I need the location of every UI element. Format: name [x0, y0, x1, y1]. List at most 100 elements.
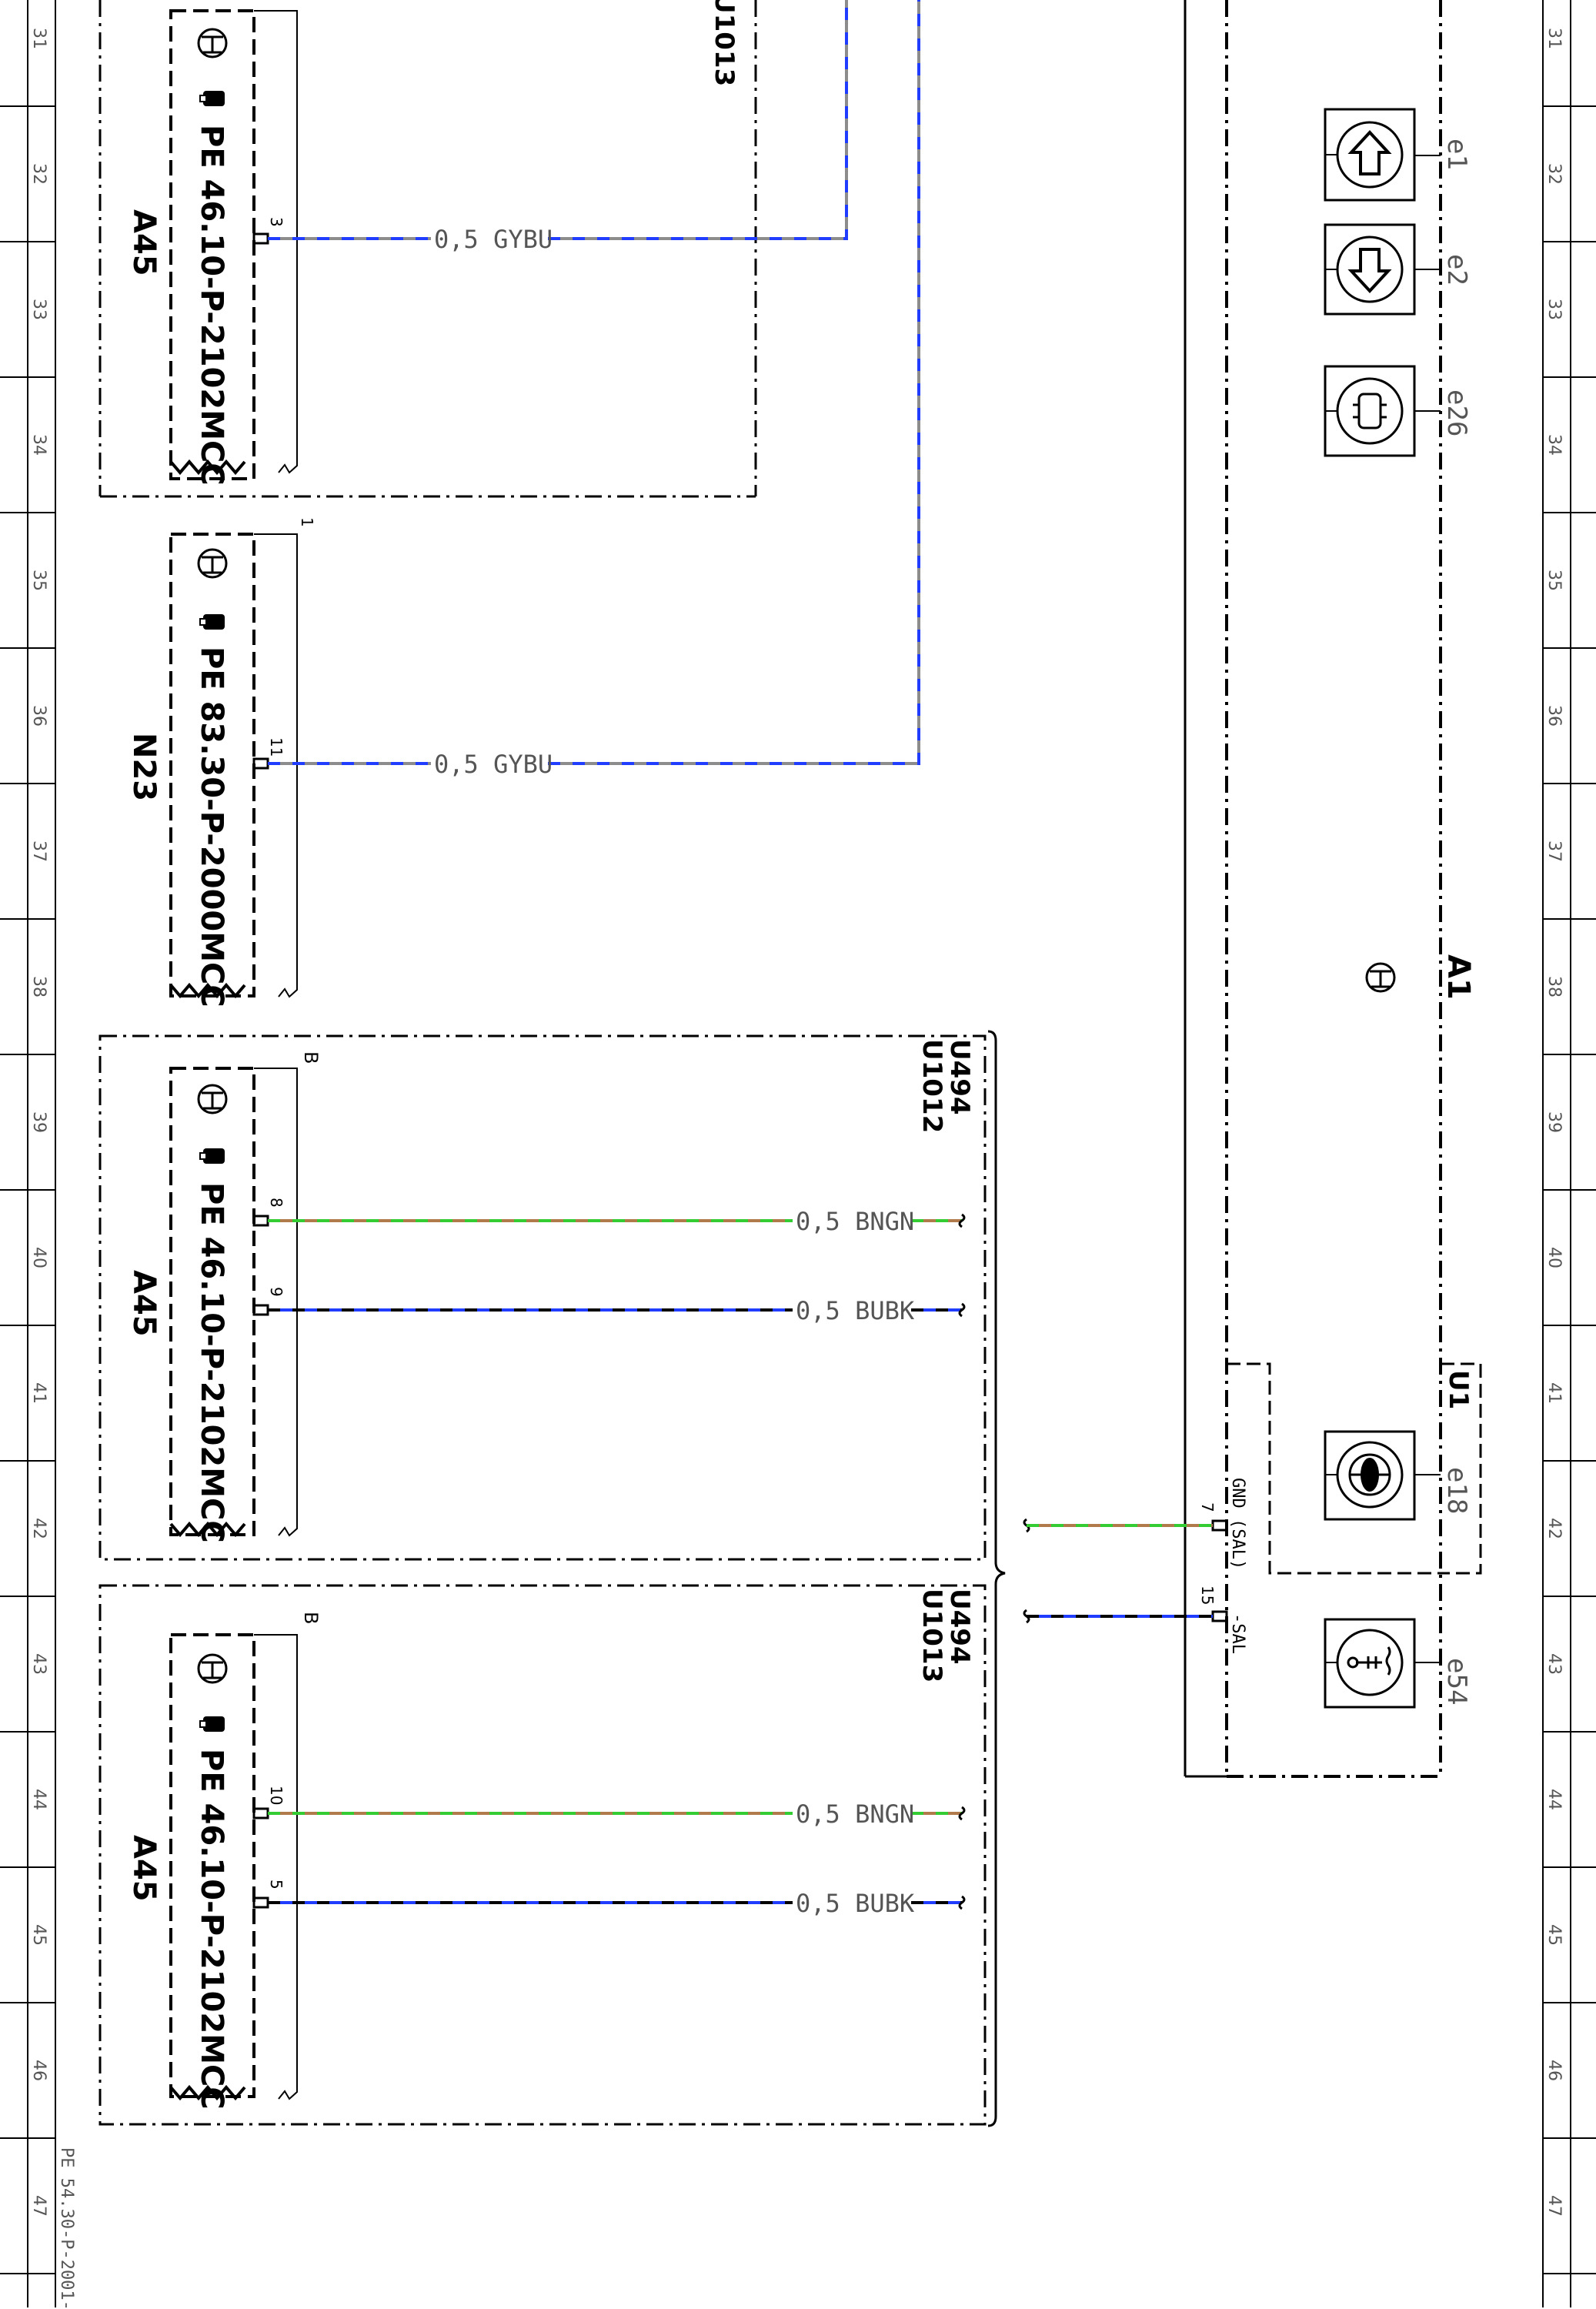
- row-number-right: 41: [1544, 1382, 1564, 1404]
- lamp-e26: e26: [1324, 365, 1472, 457]
- u1-label: U1: [1443, 1370, 1474, 1409]
- row-number-right: 45: [1544, 1924, 1564, 1946]
- row-number-right: 32: [1544, 163, 1564, 185]
- row-number-right: 34: [1544, 434, 1564, 456]
- right-ruler: [1542, 0, 1571, 2307]
- wire-label: 0,5 BNGN: [796, 1799, 914, 1829]
- row-number-right: 40: [1544, 1247, 1564, 1268]
- pin-top-1: 1: [298, 517, 316, 527]
- pin-8: 8: [267, 1198, 285, 1208]
- row-number-right: 44: [1544, 1789, 1564, 1810]
- left-ruler: [27, 0, 56, 2307]
- transistor-symbol-icon: [197, 1653, 228, 1684]
- lamp-label: e2: [1441, 254, 1472, 286]
- group-label-u1012: U1012: [917, 1039, 947, 1133]
- engine-icon: [1353, 393, 1387, 429]
- row-number-right: 46: [1544, 2060, 1564, 2081]
- module-ref: PE 46.10-P-2102MCC: [194, 125, 229, 486]
- pin-9: 9: [267, 1287, 285, 1297]
- wire-gybu-pin3: 0,5 GYBU: [268, 0, 848, 254]
- row-number-left: 32: [29, 163, 48, 185]
- row-number-left: 31: [29, 28, 48, 49]
- wire-bubk-pin5: 0,5 BUBK: [268, 1889, 966, 1918]
- module-a45-lower: B PE 46.10-P-2102MCC A45 10 5: [126, 1612, 322, 2110]
- group-frame-u1012: [98, 1034, 987, 1561]
- pin-7: 7: [1198, 1502, 1217, 1512]
- row-number-right: 37: [1544, 840, 1564, 862]
- pin-top-b: B: [300, 1051, 322, 1064]
- wire-bubk-pin9: 0,5 BUBK: [268, 1296, 966, 1325]
- hand-pointer-icon: [199, 91, 225, 106]
- module-a45-upper: PE 46.10-P-2102MCC A45 3: [126, 9, 298, 486]
- row-number-left: 38: [29, 976, 48, 997]
- row-number-right: 39: [1544, 1111, 1564, 1133]
- row-number-left: 40: [29, 1247, 48, 1268]
- lamp-label: e18: [1441, 1467, 1472, 1514]
- group-frame-u1013: [98, 1584, 987, 2126]
- module-designation: A45: [126, 209, 162, 276]
- lamp-e1: e1: [1324, 108, 1472, 202]
- wire-bngn-pin8: 0,5 BNGN: [268, 1207, 966, 1236]
- pin-gnd-label: GND (SAL): [1228, 1478, 1247, 1569]
- group-brace: [987, 1030, 1006, 2127]
- transistor-symbol-icon: [1365, 962, 1396, 993]
- row-number-right: 33: [1544, 299, 1564, 320]
- hand-pointer-icon: [199, 614, 225, 630]
- row-number-left: 47: [29, 2195, 48, 2217]
- row-number-left: 36: [29, 705, 48, 727]
- row-number-left: 35: [29, 570, 48, 591]
- module-n23: 1 PE 83.30-P-2000MCC N23 11: [126, 517, 316, 1007]
- pin-top-b: B: [300, 1612, 322, 1624]
- row-number-left: 44: [29, 1789, 48, 1810]
- pin-5: 5: [267, 1880, 285, 1890]
- coolant-temperature-icon: [1347, 1646, 1391, 1676]
- row-number-left: 37: [29, 840, 48, 862]
- module-a45-middle: B PE 46.10-P-2102MCC A45 8 9: [126, 1051, 322, 1543]
- row-number-left: 39: [29, 1111, 48, 1133]
- row-number-right: 38: [1544, 976, 1564, 997]
- u1-sub-unit: U1 e18: [1227, 1362, 1482, 1575]
- pin-11: 11: [267, 737, 285, 757]
- wire-label: 0,5 GYBU: [434, 750, 553, 779]
- row-number-right: 47: [1544, 2195, 1564, 2217]
- row-number-right: 36: [1544, 705, 1564, 727]
- pin-sal-connector: 15 -SAL: [1198, 1586, 1247, 1654]
- module-designation: A45: [126, 1270, 162, 1337]
- wire-bngn-pin10: 0,5 BNGN: [268, 1799, 966, 1829]
- lamp-label: e54: [1441, 1658, 1472, 1705]
- group-label-u494: U494: [944, 1589, 975, 1665]
- row-number-left: 42: [29, 1518, 48, 1539]
- transistor-symbol-icon: [197, 548, 228, 579]
- row-number-right: 42: [1544, 1518, 1564, 1539]
- lamp-label: e26: [1441, 389, 1472, 436]
- row-number-left: 41: [29, 1382, 48, 1404]
- lamp-e2: e2: [1324, 223, 1472, 316]
- hand-pointer-icon: [199, 1148, 225, 1164]
- row-number-left: 46: [29, 2060, 48, 2081]
- row-number-left: 33: [29, 299, 48, 320]
- arrow-down-icon: [1347, 248, 1392, 293]
- module-ref: PE 46.10-P-2102MCC: [194, 1749, 229, 2110]
- lamp-e54: e54: [1324, 1618, 1472, 1709]
- upper-enclosure-frame: [98, 0, 757, 498]
- module-ref: PE 83.30-P-2000MCC: [194, 647, 229, 1007]
- transistor-symbol-icon: [197, 28, 228, 58]
- arrow-up-icon: [1347, 130, 1392, 175]
- group-label-u1013: U1013: [917, 1589, 947, 1682]
- pin-10: 10: [267, 1786, 285, 1805]
- group-label-u494: U494: [944, 1039, 975, 1115]
- row-number-right: 35: [1544, 570, 1564, 591]
- lamp-label: e1: [1441, 139, 1472, 170]
- transistor-symbol-icon: [197, 1084, 228, 1114]
- pin-gnd-connector: 7 GND (SAL): [1198, 1478, 1247, 1569]
- wire-label: 0,5 BNGN: [796, 1207, 914, 1236]
- pin-sal-label: -SAL: [1228, 1613, 1247, 1654]
- module-designation: N23: [126, 733, 162, 801]
- wire-gybu-pin11: 0,5 GYBU: [268, 0, 920, 779]
- upper-enclosure-label: U1013: [709, 0, 740, 86]
- wire-bngn-a1-pin7: [1023, 1518, 1213, 1533]
- wire-label: 0,5 BUBK: [796, 1889, 915, 1918]
- row-number-right: 31: [1544, 28, 1564, 49]
- row-number-right: 43: [1544, 1653, 1564, 1675]
- row-number-left: 45: [29, 1924, 48, 1946]
